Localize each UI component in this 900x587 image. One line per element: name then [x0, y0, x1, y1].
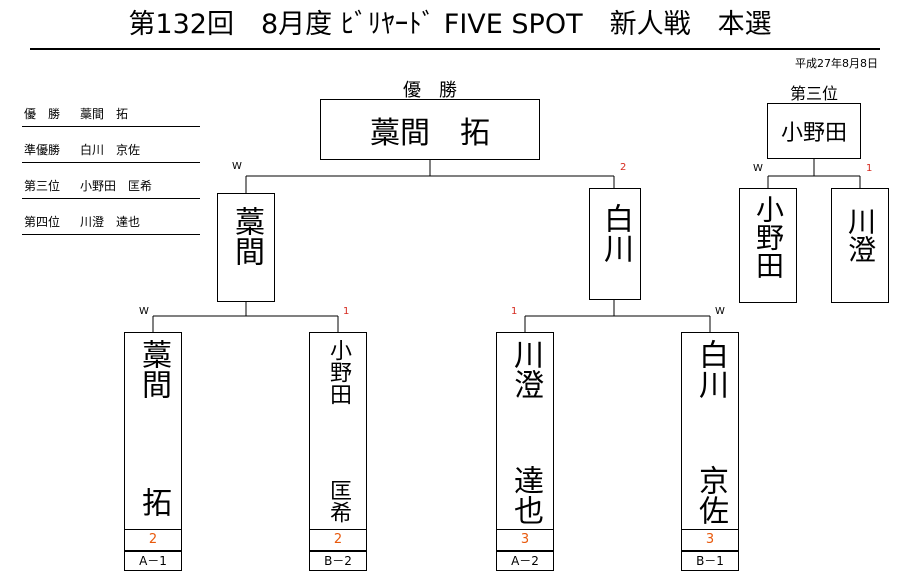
title-rule — [30, 48, 880, 50]
player-box-b2: 小野田 匡希 2 — [309, 332, 367, 551]
ranking-row-1: 優 勝 藁間 拓 — [22, 102, 200, 127]
semifinal-name: 白川 — [598, 203, 633, 263]
player-family-name: 川澄 — [508, 339, 543, 399]
player-family-name: 藁間 — [136, 339, 171, 399]
win-mark: W — [753, 163, 763, 174]
ranking-place: 準優勝 — [24, 143, 61, 157]
player-score: 2 — [125, 529, 181, 550]
player-given-name: 京佐 — [693, 465, 728, 525]
third-match-box-right: 川澄 — [831, 188, 889, 303]
semifinal-box-right: 白川 — [589, 188, 641, 300]
ranking-row-2: 準優勝 白川 京佐 — [22, 138, 200, 163]
ranking-name: 白川 京佐 — [80, 143, 141, 157]
ranking-place: 優 勝 — [24, 107, 61, 121]
champion-name: 藁間 拓 — [370, 115, 490, 151]
ranking-name: 藁間 拓 — [80, 107, 129, 121]
player-family-name: 白川 — [693, 339, 728, 399]
player-seed: A－1 — [124, 551, 182, 571]
player-seed: B－1 — [681, 551, 739, 571]
player-given-name: 拓 — [136, 487, 171, 517]
third-match-name: 川澄 — [844, 207, 877, 263]
player-given-name: 達也 — [508, 465, 543, 525]
score-mark: 1 — [343, 306, 350, 317]
score-mark: 1 — [511, 306, 518, 317]
champion-label: 優 勝 — [403, 80, 457, 101]
player-box-b1: 白川 京佐 3 — [681, 332, 739, 551]
third-place-box: 小野田 — [767, 103, 861, 159]
event-date: 平成27年8月8日 — [795, 57, 878, 70]
player-score: 2 — [310, 529, 366, 550]
win-mark: W — [139, 306, 149, 317]
third-match-name: 小野田 — [752, 195, 785, 279]
page-title: 第132回 8月度 ﾋﾞﾘﾔｰﾄﾞ FIVE SPOT 新人戦 本選 — [128, 9, 772, 40]
score-mark: 2 — [620, 162, 627, 173]
player-score: 3 — [682, 529, 738, 550]
player-seed: A－2 — [496, 551, 554, 571]
semifinal-name: 藁間 — [229, 206, 264, 266]
score-mark: 1 — [866, 163, 873, 174]
ranking-place: 第四位 — [24, 215, 61, 229]
semifinal-box-left: 藁間 — [217, 193, 275, 302]
ranking-name: 小野田 匡希 — [80, 179, 153, 193]
player-seed: B－2 — [309, 551, 367, 571]
ranking-row-3: 第三位 小野田 匡希 — [22, 174, 200, 199]
player-box-a2: 川澄 達也 3 — [496, 332, 554, 551]
player-score: 3 — [497, 529, 553, 550]
third-match-box-left: 小野田 — [739, 188, 797, 303]
ranking-place: 第三位 — [24, 179, 61, 193]
ranking-row-4: 第四位 川澄 達也 — [22, 210, 200, 235]
champion-box: 藁間 拓 — [320, 99, 540, 160]
third-place-label: 第三位 — [789, 84, 838, 103]
third-place-name: 小野田 — [780, 121, 847, 146]
player-box-a1: 藁間 拓 2 — [124, 332, 182, 551]
player-family-name: 小野田 — [326, 339, 351, 405]
player-given-name: 匡希 — [326, 479, 351, 523]
ranking-name: 川澄 達也 — [80, 215, 141, 229]
win-mark: W — [232, 161, 242, 172]
win-mark: W — [715, 306, 725, 317]
